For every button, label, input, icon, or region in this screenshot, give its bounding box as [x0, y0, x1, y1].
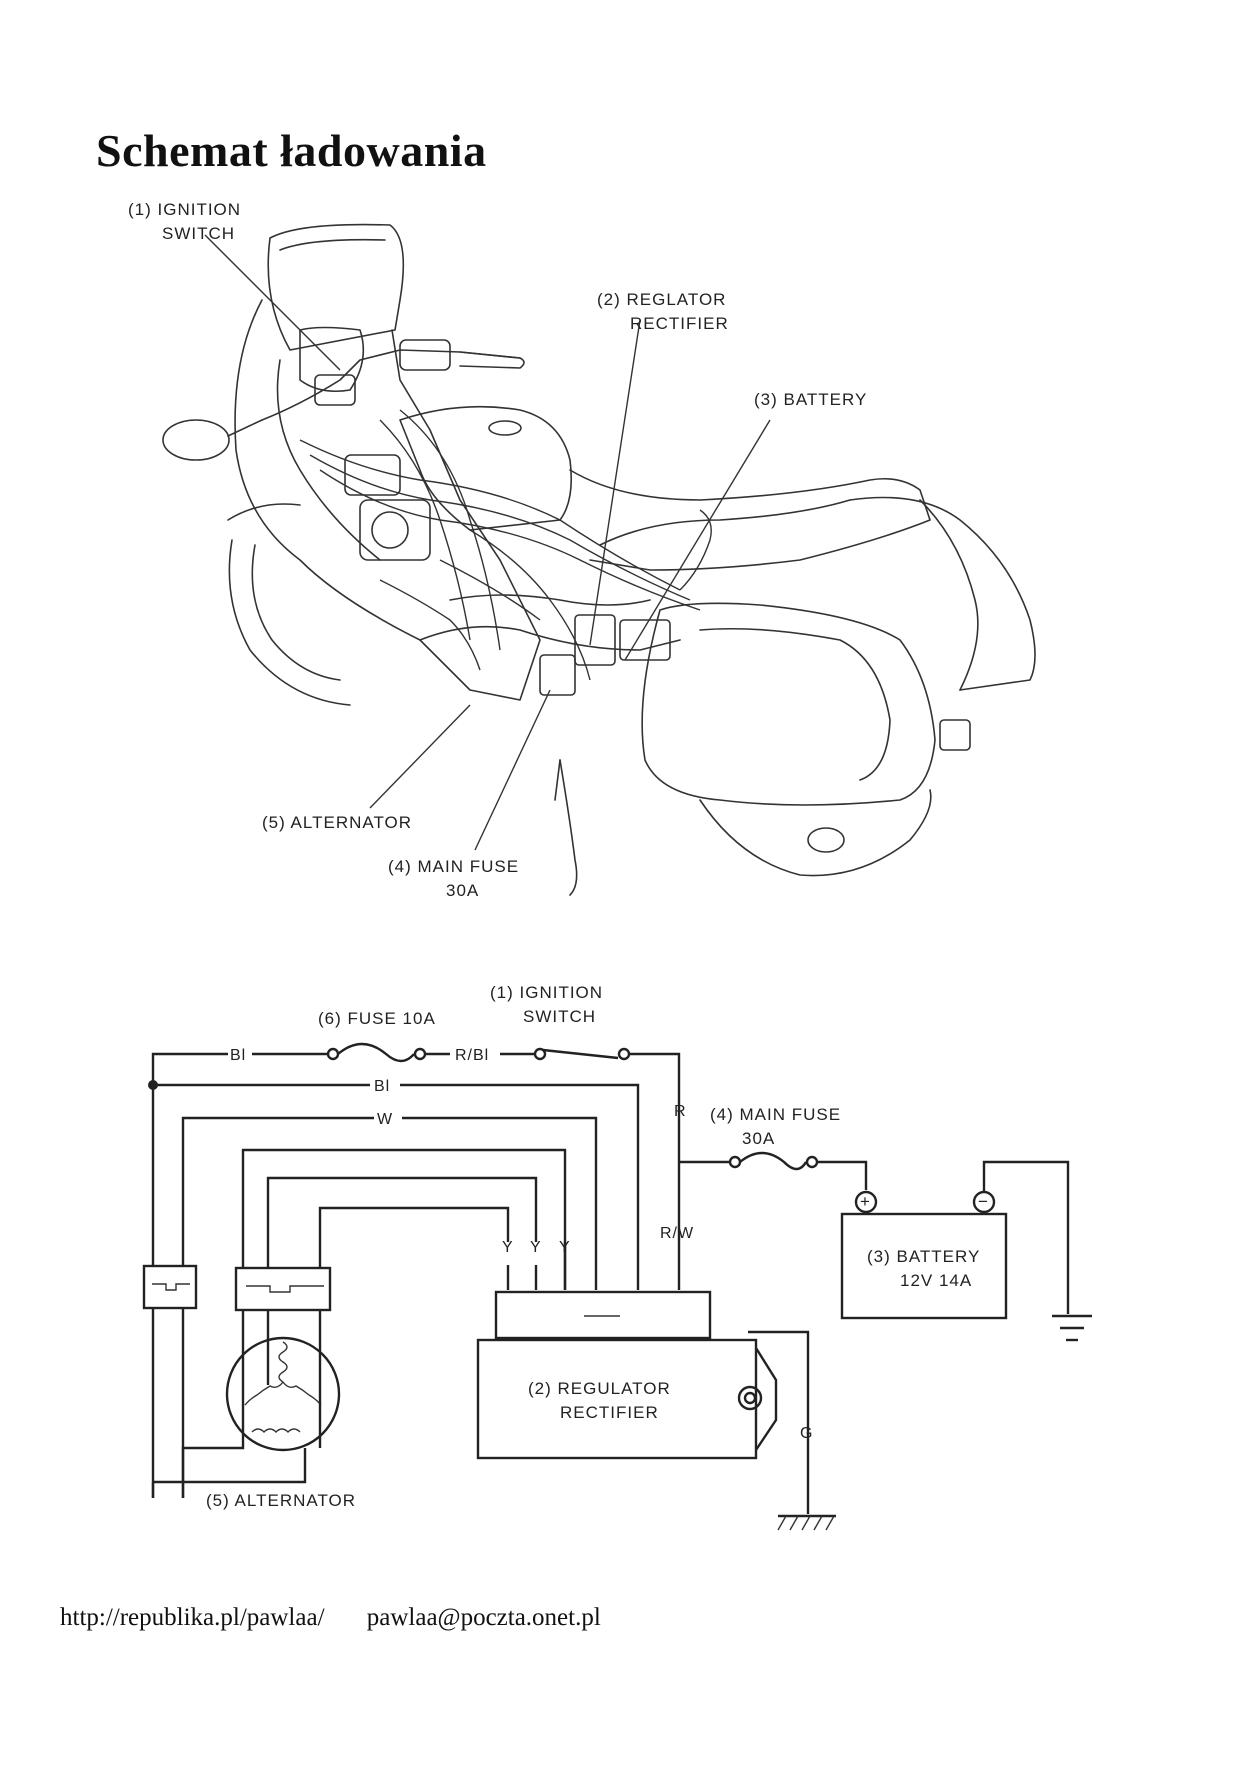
footer: http://republika.pl/pawlaa/ pawlaa@poczt… [60, 1604, 637, 1632]
label-battery-1: (3) BATTERY [867, 1247, 980, 1266]
fuse-10a-symbol [337, 1042, 415, 1063]
footer-url[interactable]: http://republika.pl/pawlaa/ [60, 1604, 325, 1631]
illus-label-main-fuse-1: (4) MAIN FUSE [388, 857, 519, 876]
illus-label-regulator-2: RECTIFIER [630, 314, 729, 333]
alternator-stator [225, 1336, 341, 1452]
battery-plus-terminal [854, 1190, 878, 1214]
label-fuse-10a: (6) FUSE 10A [318, 1009, 436, 1028]
battery-box [840, 1212, 1008, 1320]
illus-label-alternator: (5) ALTERNATOR [262, 813, 412, 832]
wire-label-bl-top: Bl [230, 1047, 246, 1064]
label-ignition-switch-2: SWITCH [523, 1007, 596, 1026]
ignition-switch-symbol [542, 1048, 619, 1060]
wire-label-w: W [377, 1111, 393, 1128]
page-title: Schemat ładowania [96, 125, 487, 176]
regulator-connector [494, 1290, 712, 1340]
wire-label-y1: Y [502, 1239, 514, 1256]
illus-label-main-fuse-2: 30A [446, 881, 479, 900]
label-regulator-1: (2) REGULATOR [528, 1379, 671, 1398]
wiring-schematic [142, 1042, 1092, 1531]
illus-label-ignition-switch-1: (1) IGNITION [128, 200, 241, 219]
wire-label-y2: Y [530, 1239, 542, 1256]
label-ignition-switch-1: (1) IGNITION [490, 983, 603, 1002]
wire-label-r: R [674, 1103, 687, 1120]
label-main-fuse-1: (4) MAIN FUSE [710, 1105, 841, 1124]
wire-label-y3: Y [559, 1239, 571, 1256]
illus-label-battery: (3) BATTERY [754, 390, 867, 409]
label-battery-plus: + [860, 1192, 871, 1211]
wire-label-g: G [800, 1425, 813, 1442]
wire-label-r-bl: R/Bl [455, 1047, 489, 1064]
label-main-fuse-2: 30A [742, 1129, 775, 1148]
footer-email[interactable]: pawlaa@poczta.onet.pl [366, 1604, 601, 1631]
main-fuse-symbol [739, 1151, 808, 1171]
illus-label-regulator-1: (2) REGLATOR [597, 290, 726, 309]
wire-label-bl-second: Bl [374, 1078, 390, 1095]
y-connector [234, 1266, 332, 1312]
regulator-rectifier-box [476, 1338, 758, 1460]
motorcycle-illustration [162, 223, 1036, 896]
label-battery-minus: − [978, 1192, 989, 1211]
illus-label-ignition-switch-2: SWITCH [162, 224, 235, 243]
label-regulator-2: RECTIFIER [560, 1403, 659, 1422]
bl-w-connector [142, 1264, 198, 1310]
wire-label-r-w: R/W [660, 1225, 694, 1242]
label-alternator: (5) ALTERNATOR [206, 1491, 356, 1510]
label-battery-2: 12V 14A [900, 1271, 972, 1290]
